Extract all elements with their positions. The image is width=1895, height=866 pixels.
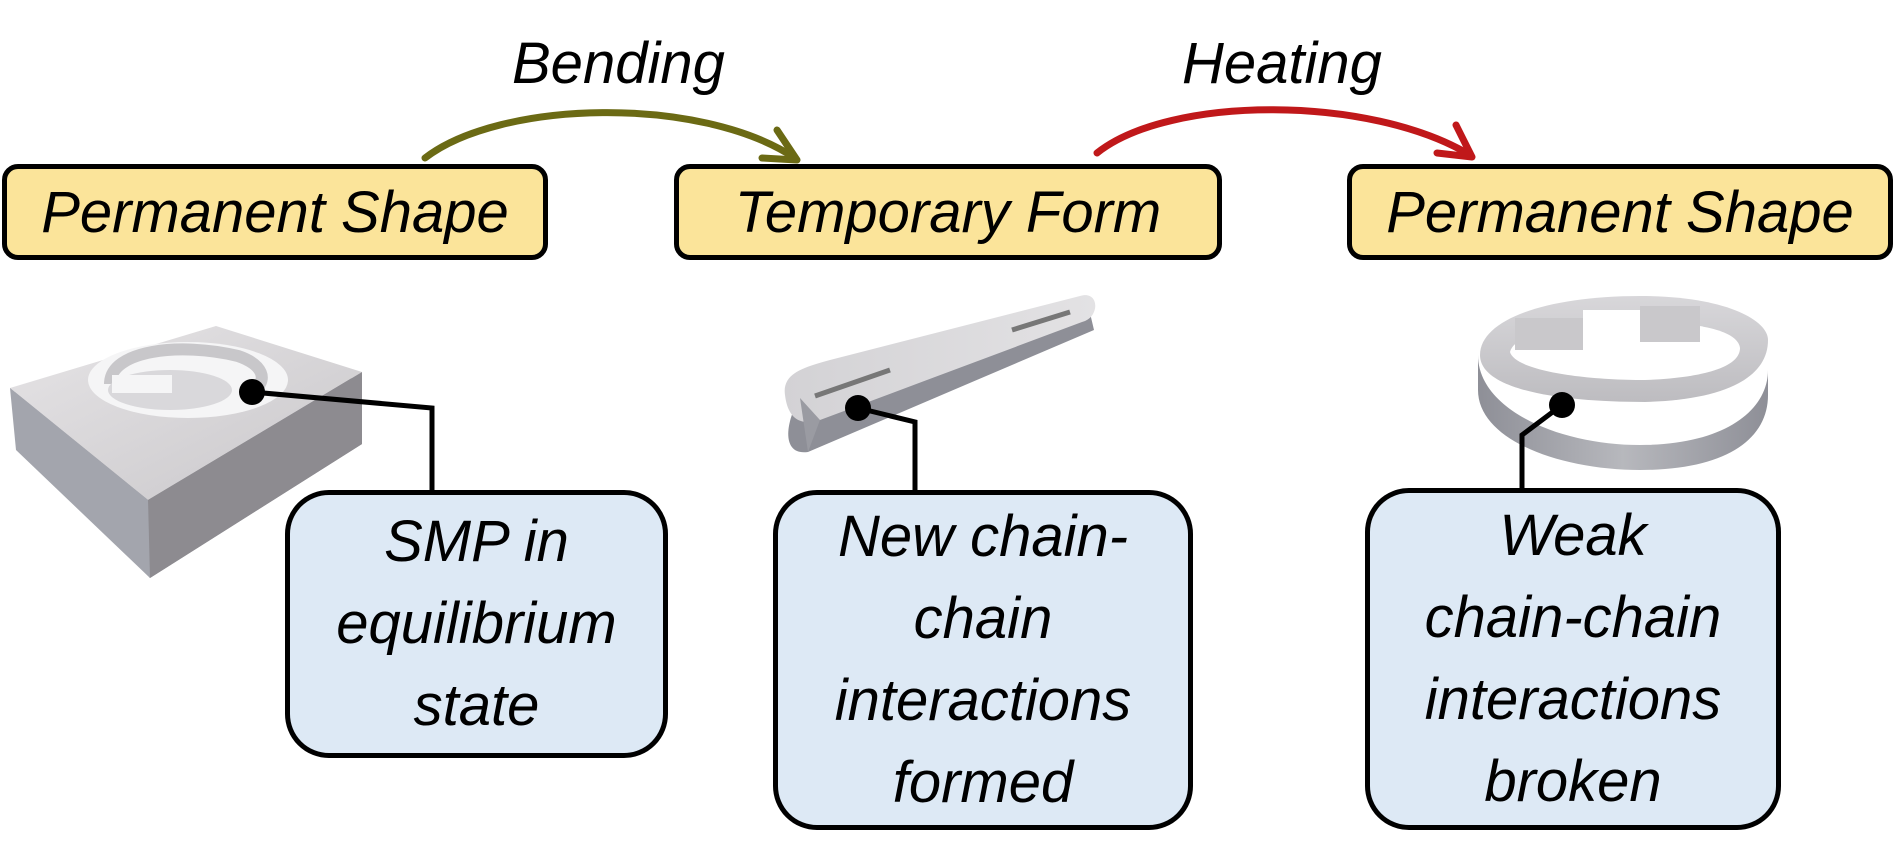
heating-arrow bbox=[1093, 106, 1474, 159]
callout-interactions-formed: New chain- chain interactions formed bbox=[773, 490, 1193, 830]
callout-line: chain bbox=[913, 586, 1053, 651]
callout-line: state bbox=[413, 673, 540, 738]
callout-line: New chain- bbox=[837, 504, 1129, 569]
callout-line: chain-chain bbox=[1424, 585, 1722, 650]
leader-dot-1 bbox=[239, 379, 265, 405]
c-ring-object bbox=[1478, 296, 1768, 470]
leader-dot-2 bbox=[845, 395, 871, 421]
leader-line-1 bbox=[251, 389, 435, 494]
callout-line: formed bbox=[892, 750, 1074, 815]
heating-label: Heating bbox=[1182, 31, 1382, 96]
mold-block-object bbox=[10, 326, 362, 578]
stage-label: Permanent Shape bbox=[41, 179, 509, 245]
stage-label: Temporary Form bbox=[734, 179, 1162, 245]
bending-arrow bbox=[421, 109, 799, 162]
leader-line-2 bbox=[857, 405, 918, 494]
stage-box-permanent-shape-recovered: Permanent Shape bbox=[1347, 164, 1893, 260]
stage-label: Permanent Shape bbox=[1386, 179, 1854, 245]
leader-dot-3 bbox=[1549, 392, 1575, 418]
callout-line: interactions bbox=[1424, 667, 1722, 732]
heating-arrowhead bbox=[1433, 121, 1476, 161]
callout-line: broken bbox=[1484, 749, 1662, 814]
callout-equilibrium-state: SMP in equilibrium state bbox=[285, 490, 668, 758]
callout-line: Weak bbox=[1499, 503, 1647, 568]
callout-interactions-broken: Weak chain-chain interactions broken bbox=[1365, 488, 1781, 830]
leader-line-3 bbox=[1519, 403, 1564, 492]
callout-line: interactions bbox=[834, 668, 1132, 733]
bending-label: Bending bbox=[512, 31, 725, 96]
stage-box-temporary-form: Temporary Form bbox=[674, 164, 1222, 260]
bending-arrowhead bbox=[758, 126, 801, 164]
stage-box-permanent-shape-initial: Permanent Shape bbox=[2, 164, 548, 260]
callout-line: SMP in bbox=[384, 509, 569, 574]
callout-line: equilibrium bbox=[336, 591, 617, 656]
